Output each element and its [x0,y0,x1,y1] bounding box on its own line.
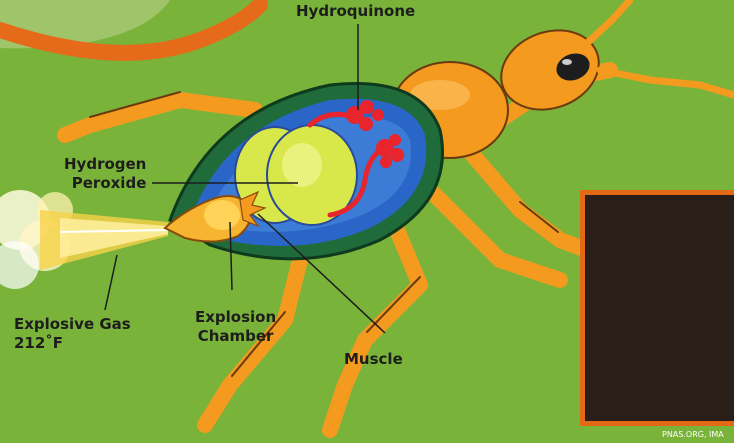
label-explosion-chamber-line2: Chamber [195,327,276,346]
explosive-gas-spray [40,210,168,270]
label-explosive-gas-line1: Explosive Gas [14,315,131,334]
label-explosion-chamber: Explosion Chamber [195,308,276,346]
label-explosive-gas: Explosive Gas 212˚F [14,315,131,353]
photo-credit: PNAS.ORG, IMA [662,430,724,439]
label-hydrogen-peroxide-line2: Peroxide [64,174,146,193]
label-hydrogen-peroxide-line1: Hydrogen [64,155,146,174]
photo-inset [580,190,734,426]
label-muscle: Muscle [344,350,403,369]
beetle-antennae [585,0,734,95]
label-explosion-chamber-line1: Explosion [195,308,276,327]
background-photo-corner [0,0,260,53]
label-hydroquinone: Hydroquinone [296,2,415,21]
label-hydrogen-peroxide: Hydrogen Peroxide [64,155,146,193]
label-explosive-gas-line2: 212˚F [14,334,131,353]
